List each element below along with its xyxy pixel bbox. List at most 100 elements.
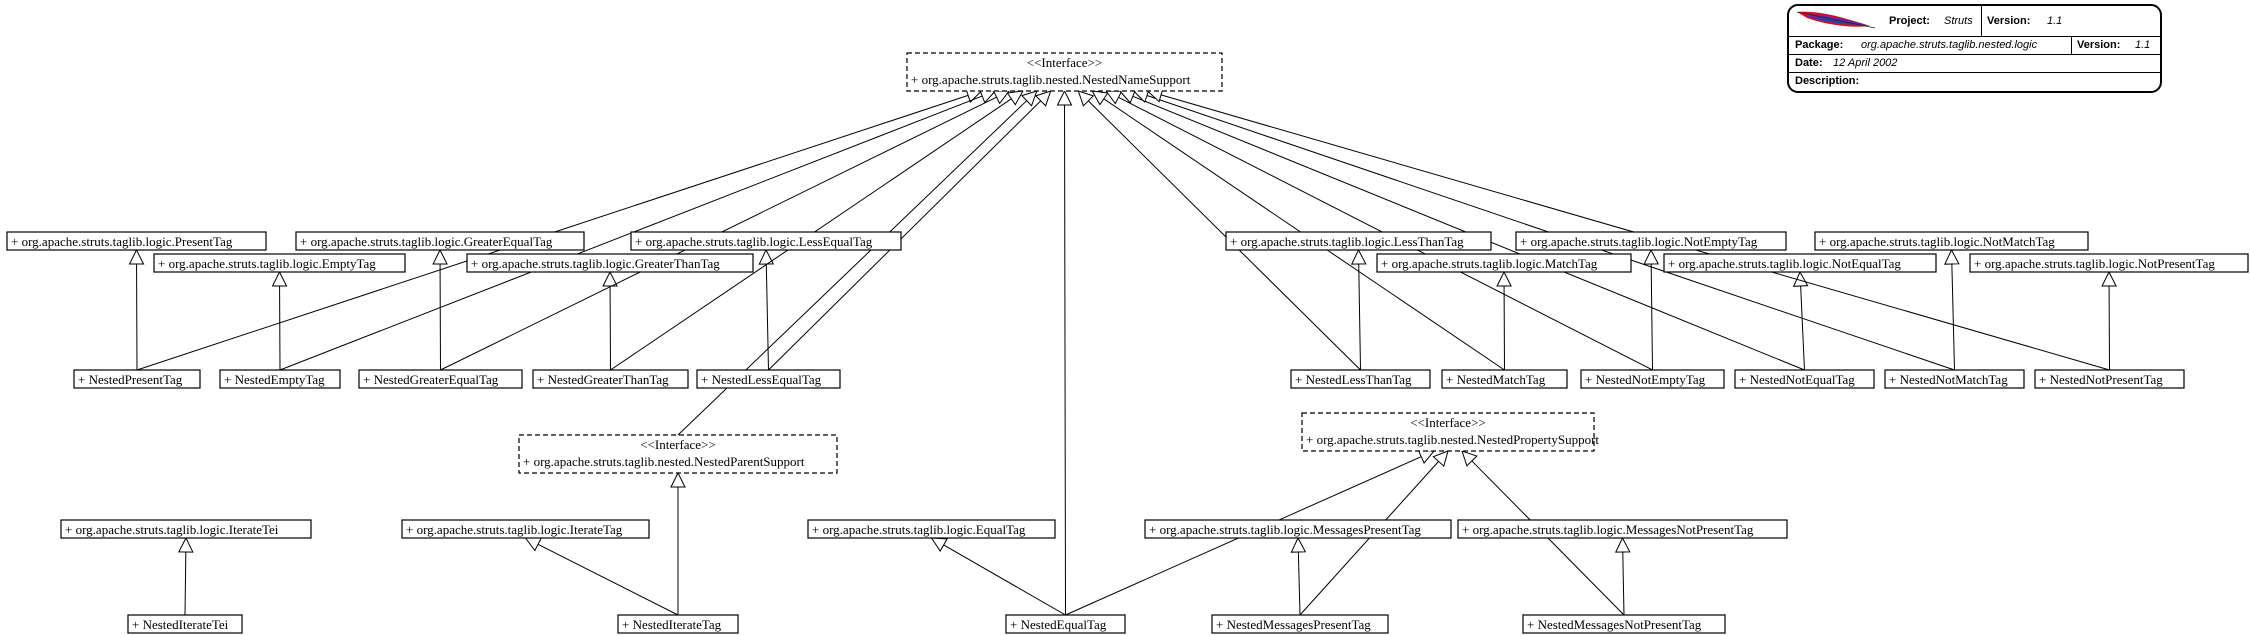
- node-border: [1005, 614, 1126, 634]
- node-border: [1457, 519, 1788, 539]
- generalization-arrow-icon: [1350, 248, 1367, 265]
- package-version-label: Version:: [2077, 39, 2121, 51]
- class-name: + NestedNotEmptyTag: [1585, 372, 1706, 387]
- generalization-arrow-icon: [432, 248, 448, 265]
- class-box-nLE: + NestedLessEqualTag: [696, 369, 841, 389]
- date-value: 12 April 2002: [1833, 57, 1898, 69]
- title-block: Project: Struts Version: 1.1 Package: or…: [1787, 4, 2162, 93]
- class-name: + NestedIterateTag: [622, 617, 722, 632]
- class-name: + NestedLessThanTag: [1295, 372, 1412, 387]
- class-box-nNotEmpty: + NestedNotEmptyTag: [1580, 369, 1725, 389]
- description-label: Description:: [1795, 75, 1860, 87]
- class-box-nNotPresent: + NestedNotPresentTag: [2034, 369, 2185, 389]
- class-box-notEmptyTag: + org.apache.struts.taglib.logic.NotEmpt…: [1515, 231, 1787, 251]
- node-border: [906, 52, 1223, 92]
- class-box-notEqualTag: + org.apache.struts.taglib.logic.NotEqua…: [1663, 253, 1937, 273]
- class-box-msgPresentTag: + org.apache.struts.taglib.logic.Message…: [1144, 519, 1452, 539]
- node-border: [2034, 369, 2185, 389]
- edge-line: [1650, 263, 1653, 371]
- title-row-package: Package: org.apache.struts.taglib.nested…: [1789, 36, 2160, 55]
- class-name: + NestedNotEqualTag: [1739, 372, 1855, 387]
- node-border: [1969, 253, 2249, 273]
- class-name: + org.apache.struts.taglib.logic.NotMatc…: [1819, 234, 2055, 249]
- class-box-nMsgNotPresent: + NestedMessagesNotPresentTag: [1522, 614, 1726, 634]
- class-box-nGT: + NestedGreaterThanTag: [532, 369, 689, 389]
- inheritance-edge-nLE-to-leTag: [758, 248, 775, 371]
- inheritance-edge-nLE-to-nns: [768, 90, 1052, 371]
- class-box-ltTag: + org.apache.struts.taglib.logic.LessTha…: [1225, 231, 1492, 251]
- generalization-arrow-icon: [1643, 248, 1659, 265]
- inheritance-edge-nMatch-to-matchTag: [1496, 270, 1512, 371]
- inheritance-edge-nGT-to-nns: [610, 90, 1024, 371]
- inheritance-edge-nGT-to-gtTag: [602, 270, 618, 371]
- generalization-arrow-icon: [670, 471, 686, 488]
- generalization-arrow-icon: [930, 537, 948, 552]
- class-box-presentTag: + org.apache.struts.taglib.logic.Present…: [6, 231, 267, 251]
- class-box-nIterateTei: + NestedIterateTei: [127, 614, 243, 634]
- project-value: Struts: [1944, 15, 1973, 27]
- class-name: + NestedLessEqualTag: [701, 372, 822, 387]
- class-name: + org.apache.struts.taglib.logic.NotEmpt…: [1520, 234, 1758, 249]
- class-name: + org.apache.struts.taglib.logic.LessTha…: [1230, 234, 1464, 249]
- generalization-arrow-icon: [1006, 90, 1024, 106]
- class-name: + org.apache.struts.taglib.logic.Message…: [1149, 522, 1421, 537]
- class-name: + NestedMatchTag: [1446, 372, 1546, 387]
- generalization-arrow-icon: [128, 248, 145, 265]
- node-border: [1734, 369, 1875, 389]
- generalization-arrow-icon: [1091, 90, 1109, 106]
- class-box-notPresentTag: + org.apache.struts.taglib.logic.NotPres…: [1969, 253, 2249, 273]
- inheritance-edge-nNotEmpty-to-nns: [1105, 90, 1653, 371]
- generalization-arrow-icon: [178, 536, 194, 553]
- class-box-iterateTei: + org.apache.struts.taglib.logic.Iterate…: [60, 519, 312, 539]
- title-divider: [2071, 36, 2072, 54]
- class-name: + org.apache.struts.taglib.logic.Iterate…: [65, 522, 279, 537]
- generalization-arrow-icon: [1417, 449, 1436, 465]
- class-name: + NestedGreaterThanTag: [537, 372, 669, 387]
- class-box-iterateTag: + org.apache.struts.taglib.logic.Iterate…: [401, 519, 650, 539]
- edge-line: [184, 551, 187, 616]
- stereotype-label: <<Interface>>: [1027, 55, 1103, 70]
- feather-logo-icon: [1796, 11, 1876, 29]
- class-name: + NestedMessagesPresentTag: [1216, 617, 1371, 632]
- class-box-leTag: + org.apache.struts.taglib.logic.LessEqu…: [630, 231, 902, 251]
- inheritance-edge-nLT-to-ltTag: [1350, 248, 1367, 371]
- inheritance-edge-nEmpty-to-emptyTag: [271, 270, 288, 371]
- interface-name: + org.apache.struts.taglib.nested.Nested…: [1306, 432, 1599, 447]
- title-row-project: Project: Struts Version: 1.1: [1789, 6, 2160, 37]
- class-box-notMatchTag: + org.apache.struts.taglib.logic.NotMatc…: [1814, 231, 2089, 251]
- node-border: [1515, 231, 1787, 251]
- node-border: [466, 253, 754, 273]
- generalization-arrow-icon: [1056, 89, 1073, 106]
- class-name: + org.apache.struts.taglib.logic.EqualTa…: [812, 522, 1026, 537]
- stereotype-label: <<Interface>>: [1410, 415, 1486, 430]
- node-border: [1522, 614, 1726, 634]
- node-border: [1663, 253, 1937, 273]
- date-label: Date:: [1795, 57, 1823, 69]
- generalization-arrow-icon: [2101, 270, 2117, 287]
- inheritance-edge-nLT-to-nns: [1077, 90, 1361, 371]
- inheritance-edge-nEmpty-to-nns: [279, 88, 997, 371]
- class-box-nNotEqual: + NestedNotEqualTag: [1734, 369, 1875, 389]
- inheritance-edge-nMsgNotPresent-to-msgNotPresentTag: [1614, 536, 1631, 616]
- node-border: [807, 519, 1056, 539]
- project-label: Project:: [1889, 15, 1930, 27]
- class-box-emptyTag: + org.apache.struts.taglib.logic.EmptyTa…: [153, 253, 406, 273]
- class-name: + NestedPresentTag: [78, 372, 183, 387]
- node-border: [1211, 614, 1389, 634]
- generalization-arrow-icon: [1034, 90, 1052, 107]
- node-border: [1441, 369, 1568, 389]
- edge-line: [1064, 104, 1066, 616]
- node-border: [1290, 369, 1431, 389]
- class-box-nNotMatch: + NestedNotMatchTag: [1884, 369, 2025, 389]
- inheritance-edge-nNotMatch-to-notMatchTag: [1944, 248, 1960, 371]
- class-name: + org.apache.struts.taglib.logic.Greater…: [471, 256, 720, 271]
- class-name: + org.apache.struts.taglib.logic.MatchTa…: [1381, 256, 1598, 271]
- generalization-arrow-icon: [1432, 450, 1449, 467]
- node-border: [696, 369, 841, 389]
- class-box-equalTag: + org.apache.struts.taglib.logic.EqualTa…: [807, 519, 1056, 539]
- class-name: + org.apache.struts.taglib.logic.Present…: [11, 234, 233, 249]
- class-box-nEmpty: + NestedEmptyTag: [219, 369, 341, 389]
- node-border: [1884, 369, 2025, 389]
- class-box-nEqual: + NestedEqualTag: [1005, 614, 1126, 634]
